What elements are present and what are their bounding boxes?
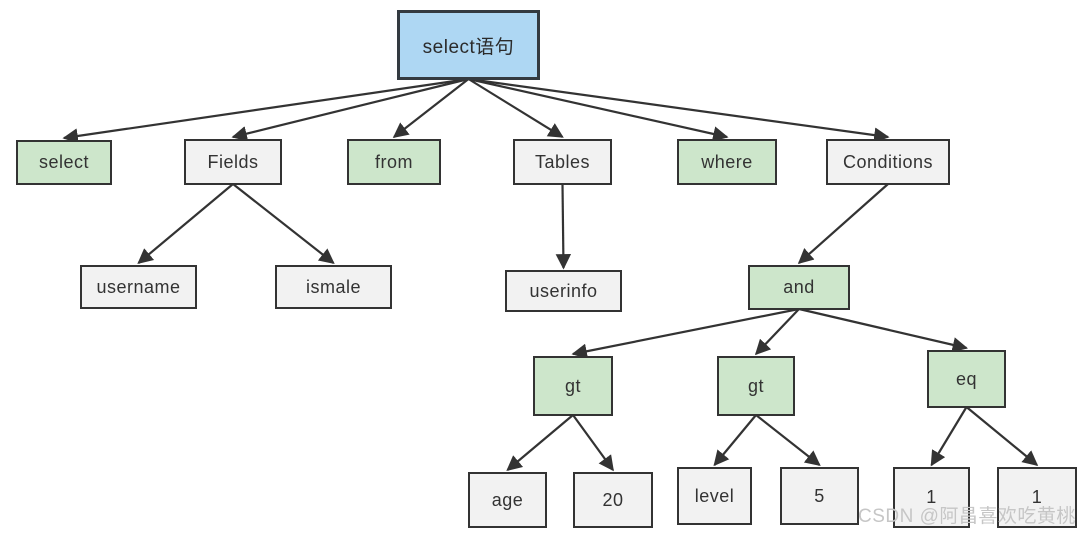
- edge-root-to-where: [468, 77, 729, 142]
- edge-root-to-fields: [231, 77, 469, 142]
- node-tables: Tables: [513, 139, 612, 185]
- node-userinfo: userinfo: [505, 270, 622, 312]
- node-one-right: 1: [997, 467, 1077, 528]
- node-num20: 20: [573, 472, 653, 528]
- node-num5: 5: [780, 467, 859, 525]
- node-num20-label: 20: [602, 489, 624, 510]
- node-ismale: ismale: [275, 265, 392, 309]
- node-and-label: and: [783, 277, 815, 297]
- node-root: select语句: [397, 10, 540, 80]
- node-fields-label: Fields: [207, 151, 259, 172]
- node-from: from: [347, 139, 441, 185]
- edge-root-to-conditions: [468, 77, 890, 143]
- node-conditions: Conditions: [826, 139, 950, 185]
- node-one-left-label: 1: [926, 487, 937, 507]
- node-eq-label: eq: [955, 368, 978, 389]
- edge-eq-to-one-right: [965, 406, 1039, 466]
- node-num5-label: 5: [814, 485, 825, 506]
- node-username: username: [80, 265, 197, 309]
- edge-gt2-to-level: [713, 414, 757, 467]
- node-one-left: 1: [893, 467, 970, 528]
- node-gt1-label: gt: [564, 375, 581, 396]
- node-age-label: age: [491, 489, 524, 510]
- node-from-label: from: [375, 151, 413, 172]
- edge-eq-to-one-left: [930, 406, 968, 467]
- node-age: age: [468, 472, 547, 528]
- node-gt1: gt: [533, 356, 613, 416]
- node-tables-label: Tables: [534, 151, 591, 172]
- edge-root-to-tables: [467, 78, 564, 138]
- watermark-text: CSDN @阿昌喜欢吃黄桃: [858, 506, 1076, 527]
- edge-root-to-select: [62, 77, 469, 144]
- node-gt2-label: gt: [747, 375, 764, 396]
- edge-gt1-to-age: [506, 414, 574, 471]
- node-and: and: [748, 265, 850, 310]
- edge-fields-to-username: [137, 183, 234, 264]
- edge-and-to-gt1: [571, 307, 800, 359]
- node-level-label: level: [694, 485, 735, 506]
- edge-and-to-gt2: [754, 308, 800, 356]
- node-eq: eq: [927, 350, 1006, 408]
- edge-tables-to-userinfo: [555, 183, 572, 270]
- edge-gt1-to-num20: [572, 414, 614, 472]
- node-level: level: [677, 467, 752, 525]
- node-conditions-label: Conditions: [842, 151, 934, 172]
- edge-and-to-eq: [798, 307, 968, 353]
- node-root-label: select语句: [422, 36, 515, 58]
- node-one-right-label: 1: [1031, 487, 1043, 507]
- node-userinfo-label: userinfo: [529, 280, 598, 301]
- edge-gt2-to-num5: [755, 414, 821, 466]
- node-gt2: gt: [717, 356, 795, 416]
- node-where: where: [677, 139, 777, 185]
- node-select-label: select: [38, 152, 90, 172]
- node-fields: Fields: [184, 139, 282, 185]
- node-ismale-label: ismale: [305, 276, 361, 297]
- edge-conditions-to-and: [797, 183, 889, 265]
- node-select: select: [16, 140, 112, 185]
- edge-fields-to-ismale: [232, 183, 335, 264]
- edge-root-to-from: [392, 78, 470, 138]
- node-where-label: where: [701, 151, 753, 172]
- node-username-label: username: [96, 276, 181, 297]
